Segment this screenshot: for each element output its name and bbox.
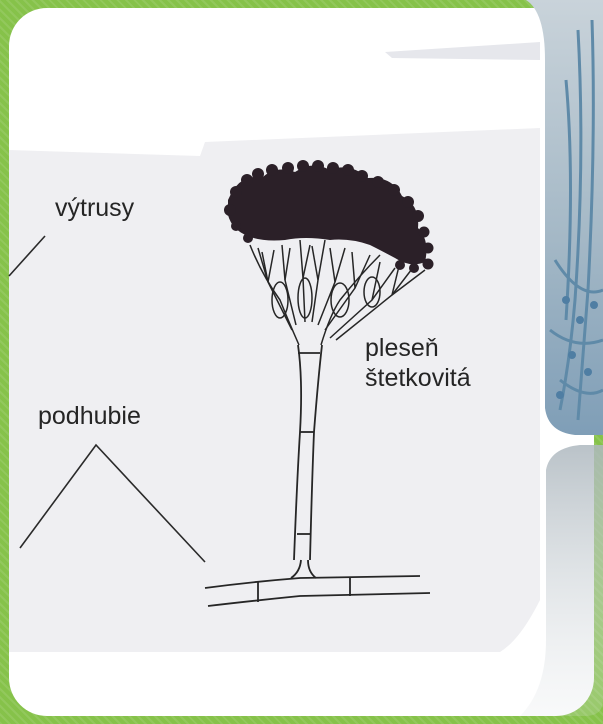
spores-label: výtrusy bbox=[55, 193, 134, 223]
photo-reflection bbox=[520, 445, 603, 716]
mycelium-label: podhubie bbox=[38, 401, 141, 431]
species-name-line2: štetkovitá bbox=[365, 363, 471, 393]
species-name-label: pleseň štetkovitá bbox=[365, 333, 471, 393]
species-name-line1: pleseň bbox=[365, 333, 471, 363]
